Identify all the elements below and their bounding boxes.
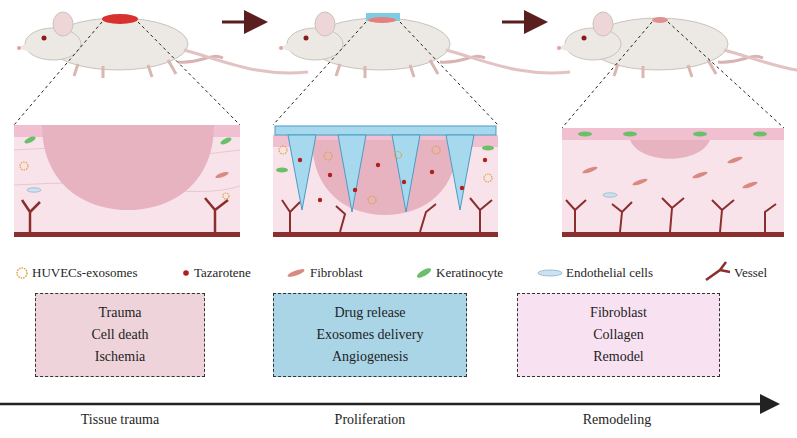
box-text: Trauma (98, 302, 141, 324)
stage-box: Drug releaseExosomes deliveryAngiogenesi… (273, 293, 467, 377)
box-text: Cell death (91, 324, 148, 346)
legend-text: Tazarotene (194, 265, 251, 281)
stage-label: Proliferation (335, 412, 406, 428)
box-text: Angiogenesis (332, 346, 408, 368)
box-text: Remodel (593, 346, 644, 368)
legend-text: Endothelial cells (566, 265, 653, 281)
box-text: Ischemia (95, 346, 146, 368)
box-text: Drug release (334, 302, 405, 324)
box-text: Exosomes delivery (317, 324, 424, 346)
box-text: Collagen (593, 324, 644, 346)
legend-text: Keratinocyte (436, 265, 503, 281)
legend-text: Fibroblast (310, 265, 363, 281)
stage-box: TraumaCell deathIschemia (35, 293, 205, 377)
stage-label: Tissue trauma (81, 412, 159, 428)
legend-text: Vessel (734, 265, 767, 281)
legend-text: HUVECs-exosomes (32, 265, 137, 281)
stage-label: Remodeling (583, 412, 651, 428)
stage-box: FibroblastCollagenRemodel (517, 293, 720, 377)
box-text: Fibroblast (590, 302, 647, 324)
